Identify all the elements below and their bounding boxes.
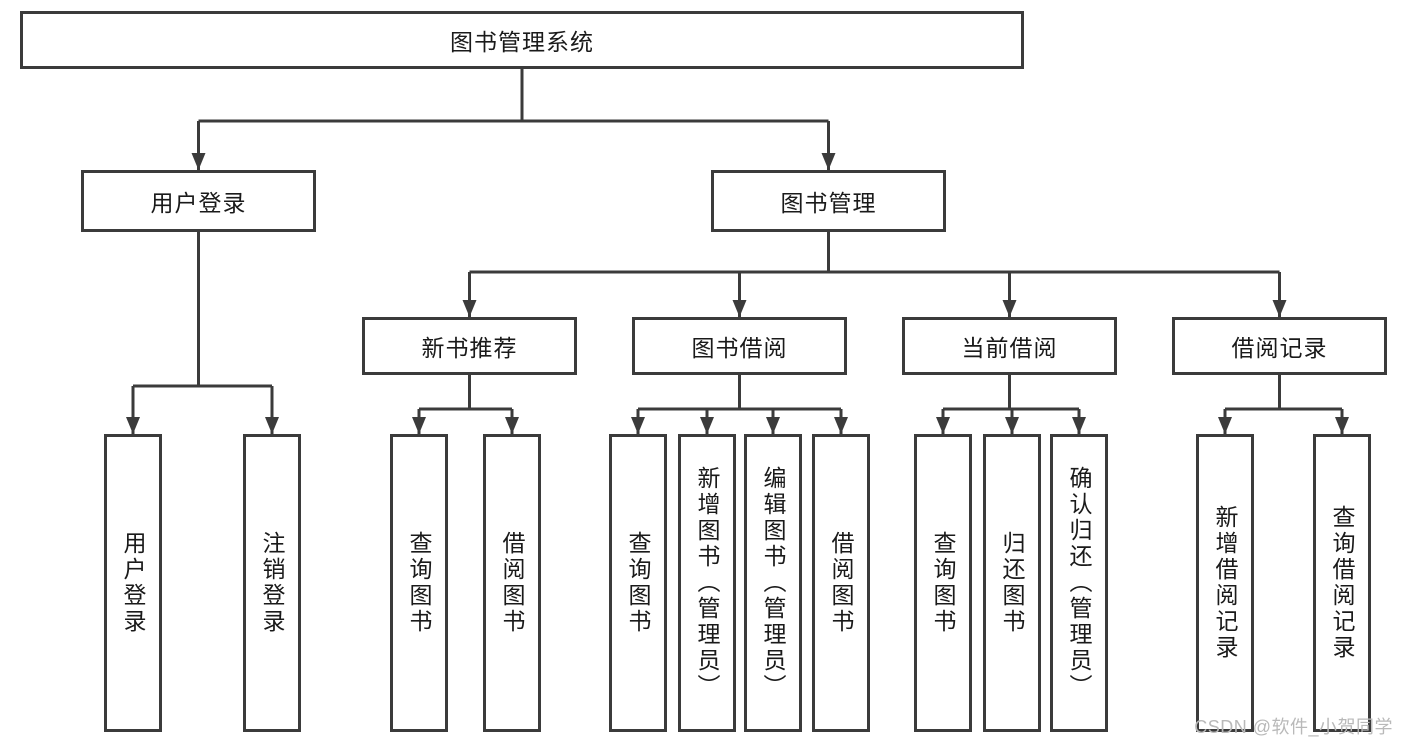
book-manage-arrow-3 [1272, 300, 1287, 317]
new-book-recommend-arrow-0 [412, 417, 426, 434]
node-leaf-edit-book[interactable] [744, 434, 802, 732]
new-book-recommend-arrow-1 [505, 417, 519, 434]
root-arrow-0 [191, 153, 206, 170]
book-manage-arrow-0 [462, 300, 477, 317]
node-root[interactable] [20, 11, 1024, 69]
borrow-record-arrow-1 [1335, 417, 1349, 434]
node-leaf-query-record[interactable] [1313, 434, 1371, 732]
connector-layer [126, 69, 1349, 434]
node-leaf-confirm-return[interactable] [1050, 434, 1108, 732]
node-current-borrow[interactable] [902, 317, 1117, 375]
current-borrow-arrow-1 [1005, 417, 1019, 434]
node-leaf-add-record[interactable] [1196, 434, 1254, 732]
book-manage-arrow-2 [1002, 300, 1017, 317]
node-new-book-recommend[interactable] [362, 317, 577, 375]
node-leaf-borrow-book-2[interactable] [812, 434, 870, 732]
node-leaf-query-book-3[interactable] [914, 434, 972, 732]
node-leaf-logout[interactable] [243, 434, 301, 732]
node-leaf-user-login[interactable] [104, 434, 162, 732]
node-leaf-return-book[interactable] [983, 434, 1041, 732]
node-leaf-query-book-2[interactable] [609, 434, 667, 732]
borrow-record-arrow-0 [1218, 417, 1232, 434]
book-manage-arrow-1 [732, 300, 747, 317]
book-borrow-arrow-0 [631, 417, 645, 434]
user-login-arrow-0 [126, 417, 140, 434]
book-borrow-arrow-2 [766, 417, 780, 434]
user-login-arrow-1 [265, 417, 279, 434]
current-borrow-arrow-2 [1072, 417, 1086, 434]
root-arrow-1 [821, 153, 836, 170]
current-borrow-arrow-0 [936, 417, 950, 434]
node-leaf-add-book[interactable] [678, 434, 736, 732]
node-box-layer [20, 11, 1387, 732]
node-leaf-borrow-book-1[interactable] [483, 434, 541, 732]
node-user-login[interactable] [81, 170, 316, 232]
node-leaf-query-book-1[interactable] [390, 434, 448, 732]
node-book-manage[interactable] [711, 170, 946, 232]
book-borrow-arrow-3 [834, 417, 848, 434]
node-borrow-record[interactable] [1172, 317, 1387, 375]
book-borrow-arrow-1 [700, 417, 714, 434]
node-book-borrow[interactable] [632, 317, 847, 375]
